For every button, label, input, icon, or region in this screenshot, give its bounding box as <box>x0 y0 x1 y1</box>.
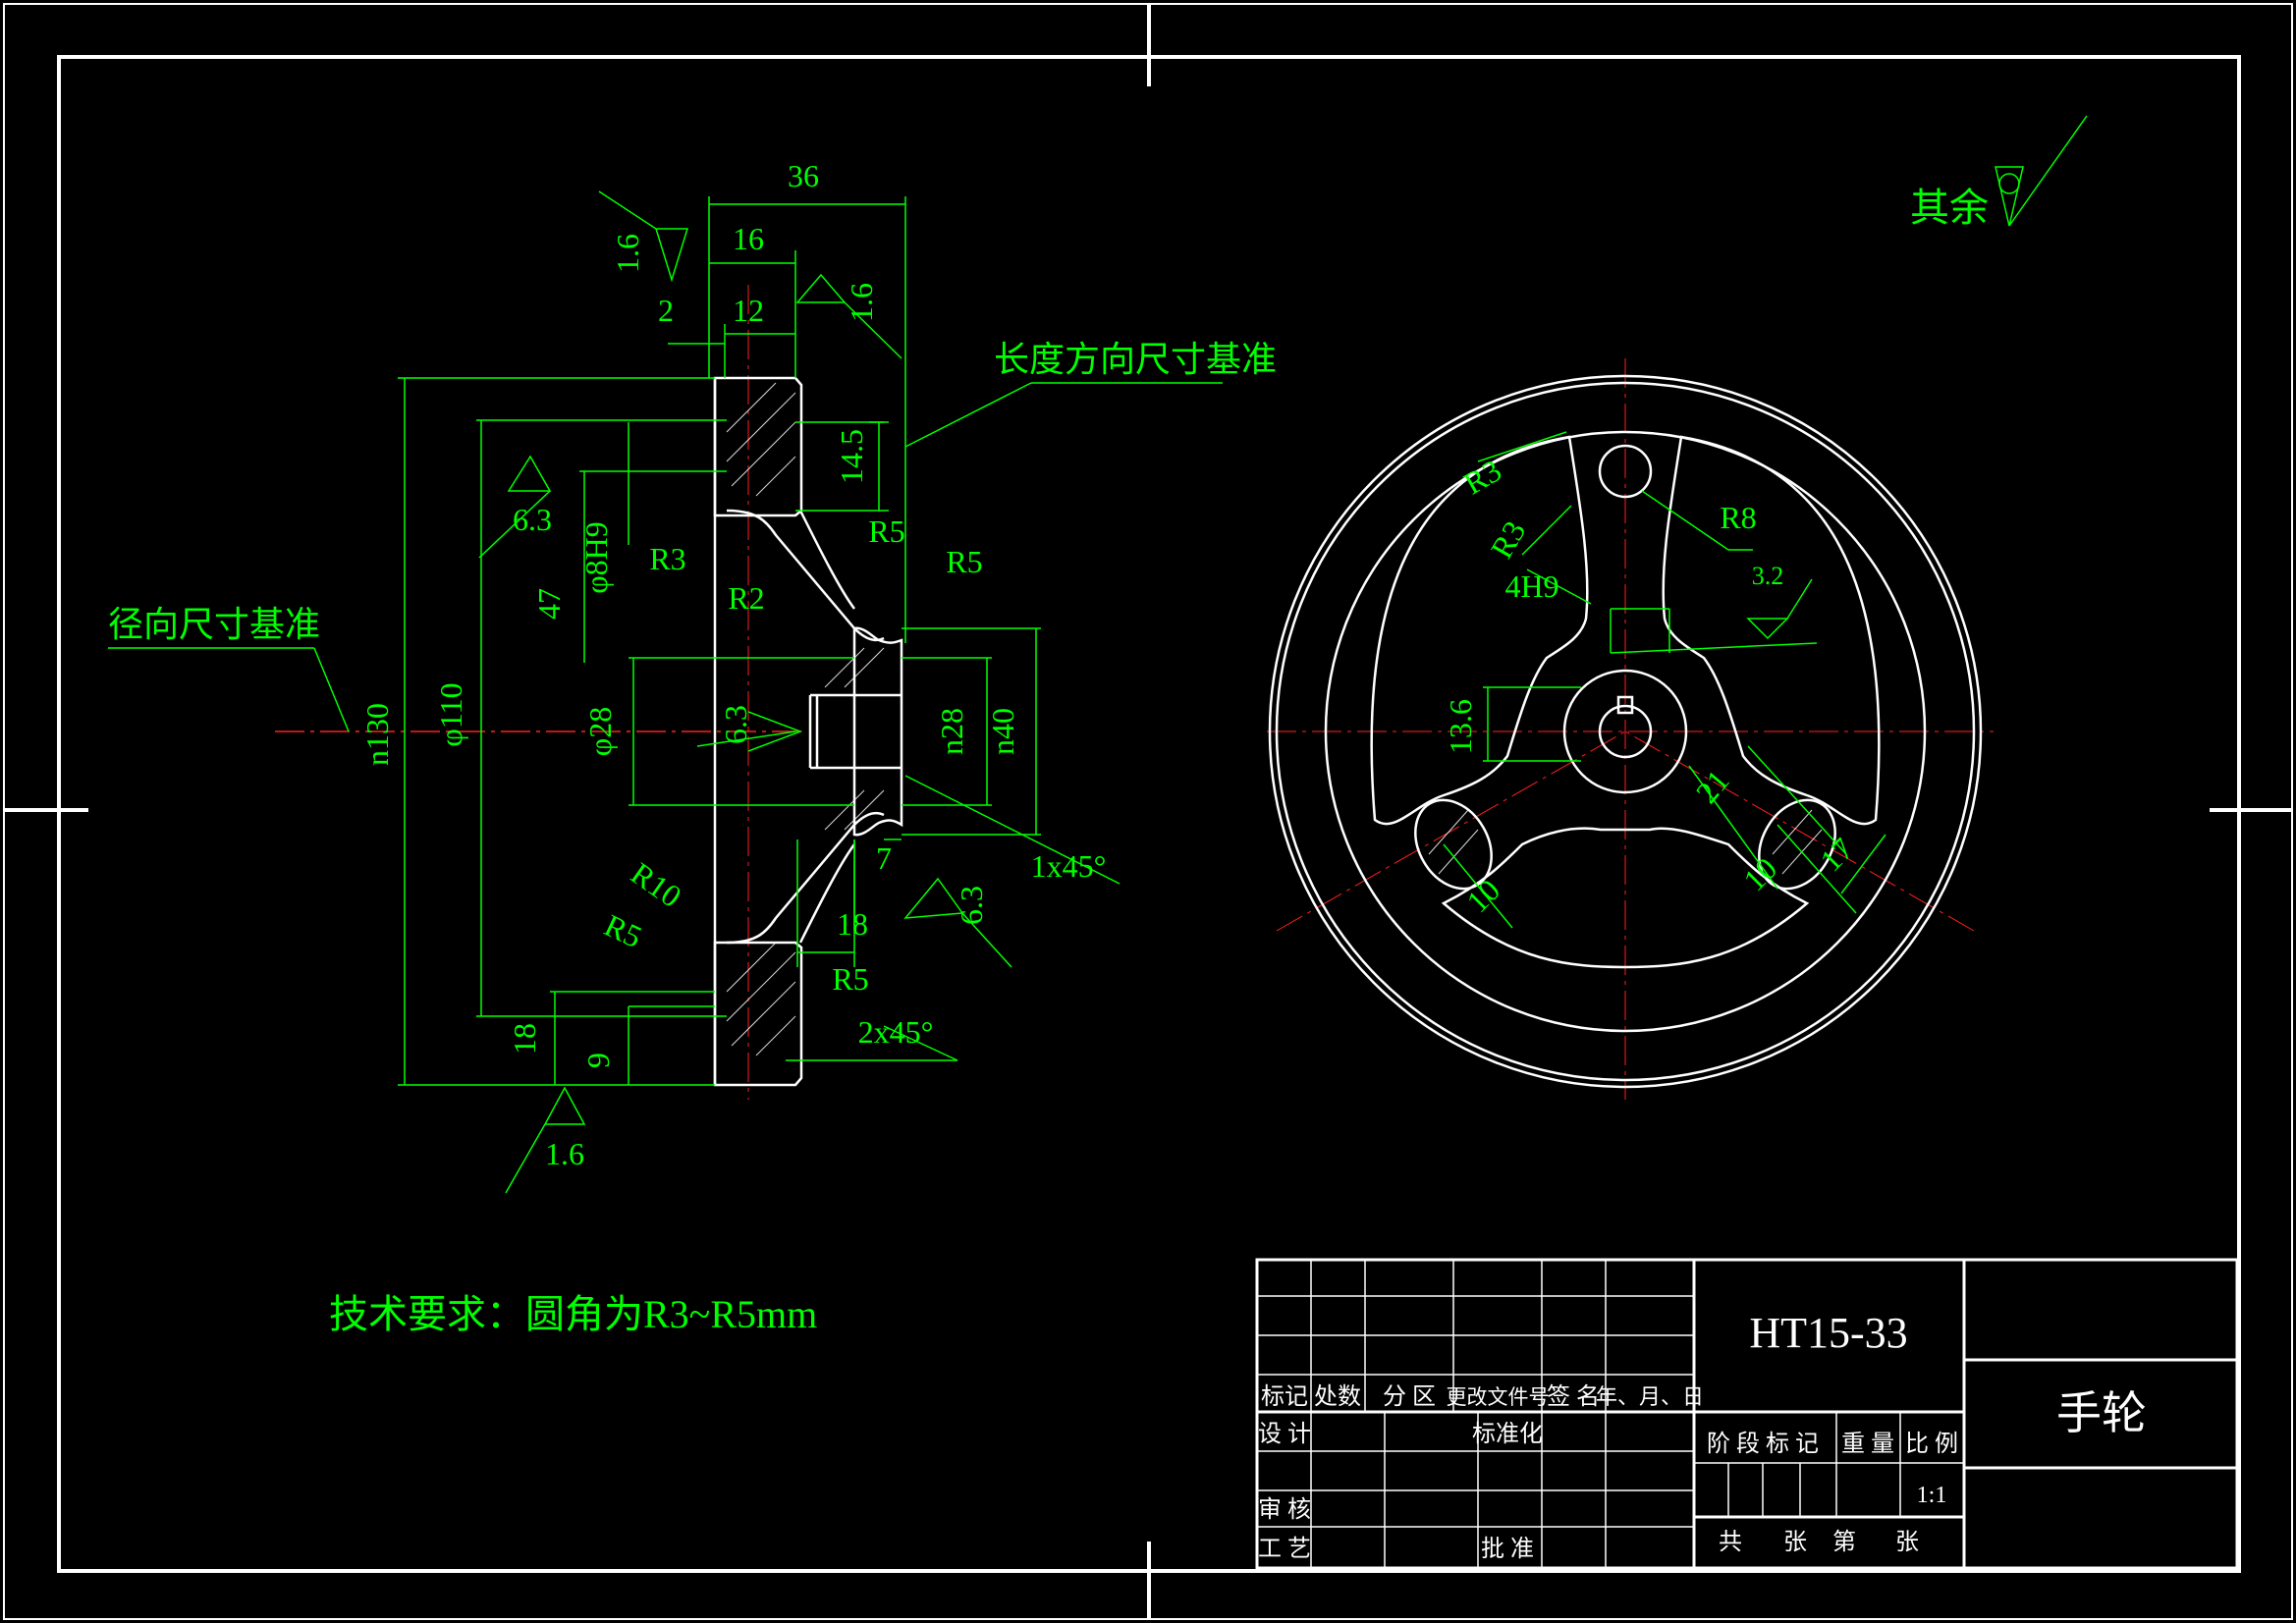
label-approve: 批 准 <box>1481 1536 1534 1562</box>
label-sheet-no: 第 <box>1832 1529 1856 1555</box>
label-stage-mark: 阶 段 标 记 <box>1707 1431 1819 1457</box>
label-sheet-no-unit: 张 <box>1895 1529 1919 1555</box>
label-signature: 签 名 <box>1547 1383 1600 1410</box>
drawing-number: HT15-33 <box>1749 1309 1907 1357</box>
label-process: 工 艺 <box>1258 1536 1311 1562</box>
note-radial-datum: 径向尺寸基准 <box>108 605 320 644</box>
dim-36: 36 <box>788 158 819 193</box>
dim-phi110: φ110 <box>433 682 468 746</box>
dim-r3-b: R3 <box>1484 514 1533 564</box>
label-change-doc: 更改文件号 <box>1447 1385 1550 1409</box>
dim-47: 47 <box>531 588 567 620</box>
label-count: 处数 <box>1314 1383 1361 1410</box>
dim-n28: n28 <box>934 708 969 755</box>
part-name: 手轮 <box>2056 1388 2147 1438</box>
title-block <box>1255 1258 2239 1570</box>
dim-r10: R10 <box>625 855 687 914</box>
dim-21: 21 <box>1689 763 1736 810</box>
roughness-6-3-left: 6.3 <box>513 502 552 537</box>
roughness-1-6-bottom: 1.6 <box>545 1136 584 1171</box>
label-weight: 重 量 <box>1841 1431 1894 1457</box>
label-mark: 标记 <box>1261 1383 1308 1410</box>
dim-4h9: 4H9 <box>1504 568 1558 604</box>
roughness-1-6-top: 1.6 <box>610 234 645 273</box>
scale-value: 1:1 <box>1917 1483 1947 1508</box>
dim-phi28: φ28 <box>582 707 618 756</box>
dim-r5-d: R5 <box>832 961 868 997</box>
chamfer-1x45: 1x45° <box>1031 848 1107 884</box>
roughness-3-2: 3.2 <box>1752 562 1784 590</box>
dim-n40: n40 <box>985 708 1020 755</box>
section-view: 36 16 12 2 14.5 47 n130 φ110 φ8H9 φ28 n2… <box>108 115 2088 1194</box>
label-zone: 分 区 <box>1383 1383 1436 1410</box>
title-block-labels: 标记 处数 分 区 更改文件号 签 名 年、月、日 设 计 标准化 审 核 工 … <box>1258 1309 2147 1562</box>
dim-14-5: 14.5 <box>834 429 869 484</box>
dim-9: 9 <box>580 1053 616 1068</box>
dim-18: 18 <box>507 1023 542 1055</box>
dim-12: 12 <box>733 293 764 328</box>
label-date: 年、月、日 <box>1596 1384 1704 1409</box>
dim-2: 2 <box>658 293 674 328</box>
dim-13-6: 13.6 <box>1443 699 1478 754</box>
dim-r5-a: R5 <box>868 514 904 549</box>
label-standardize: 标准化 <box>1472 1421 1543 1447</box>
dim-r2: R2 <box>728 580 764 616</box>
dim-18b: 18 <box>837 906 868 942</box>
note-tech-requirement: 技术要求：圆角为R3~R5mm <box>329 1292 817 1336</box>
note-other-surfaces: 其余 <box>1910 186 1989 230</box>
label-sheets-total-unit: 张 <box>1783 1529 1807 1555</box>
chamfer-2x45: 2x45° <box>858 1014 934 1050</box>
roughness-6-3-bottom: 6.3 <box>954 886 989 925</box>
label-sheets-total: 共 <box>1719 1529 1742 1555</box>
dim-r8: R8 <box>1720 500 1756 535</box>
dim-r5-c: R5 <box>599 907 647 954</box>
label-design: 设 计 <box>1258 1421 1311 1447</box>
roughness-1-6-right: 1.6 <box>844 283 879 322</box>
label-review: 审 核 <box>1258 1496 1311 1523</box>
dim-n130: n130 <box>359 703 395 766</box>
drawing-frame <box>3 3 2293 1620</box>
dim-16: 16 <box>733 221 764 256</box>
dim-phi8h9: φ8H9 <box>578 521 614 594</box>
front-view: R3 R3 R8 4H9 13.6 21 10 10 17 3.2 <box>1267 358 1994 1100</box>
dim-7: 7 <box>876 840 892 876</box>
roughness-6-3-hub: 6.3 <box>718 705 753 744</box>
dim-r5-b: R5 <box>946 544 982 579</box>
label-ratio: 比 例 <box>1905 1431 1958 1457</box>
dim-r3: R3 <box>649 541 685 576</box>
note-length-datum: 长度方向尺寸基准 <box>994 340 1277 379</box>
